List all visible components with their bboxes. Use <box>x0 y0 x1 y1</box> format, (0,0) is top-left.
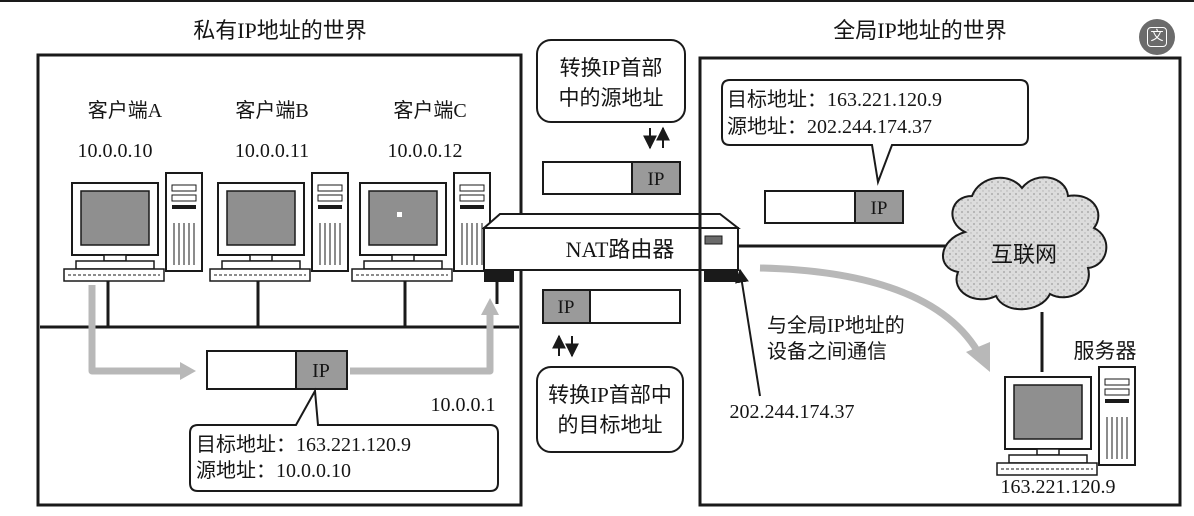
client-b-label: 客户端B <box>235 99 308 122</box>
screen-glint <box>397 212 402 217</box>
router-label: NAT路由器 <box>566 237 675 262</box>
wan-callout-dest: 目标地址：163.221.120.9 <box>727 88 942 111</box>
client-a-label: 客户端A <box>88 99 163 122</box>
global-world-panel: 全局IP地址的世界 目标地址：163.221.120.9 源地址：202.244… <box>700 18 1180 505</box>
wan-packet: IP <box>765 191 903 223</box>
wan-packet-callout: 目标地址：163.221.120.9 源地址：202.244.174.37 <box>722 80 1028 182</box>
comm-note-line1: 与全局IP地址的 <box>767 314 905 337</box>
router-top-note-line2: 中的源地址 <box>559 86 664 110</box>
client-b-ip: 10.0.0.11 <box>235 140 309 162</box>
private-world-panel: 私有IP地址的世界 客户端A 10.0.0.10 客户端B 10.0.0.11 … <box>38 18 521 505</box>
internet-label: 互联网 <box>991 242 1057 267</box>
router-bottom-packet: IP <box>543 290 680 323</box>
router-top-packet-label: IP <box>648 169 665 190</box>
router-top-note-line1: 转换IP首部 <box>560 56 663 80</box>
client-b-computer-icon <box>210 173 348 281</box>
lan-callout-src: 源地址：10.0.0.10 <box>196 459 351 482</box>
wan-packet-label: IP <box>871 198 888 219</box>
router-bottom-packet-label: IP <box>558 297 575 318</box>
client-c-computer-icon <box>352 173 490 281</box>
router-top-packet: IP <box>543 162 680 194</box>
translate-icon[interactable]: 文 <box>1139 19 1175 55</box>
server-label: 服务器 <box>1074 339 1137 363</box>
router-bottom-note <box>537 367 683 452</box>
global-world-title: 全局IP地址的世界 <box>833 18 1007 43</box>
lan-packet: IP <box>207 351 347 389</box>
client-c-ip: 10.0.0.12 <box>388 140 463 162</box>
lan-callout-dest: 目标地址：163.221.120.9 <box>196 433 411 456</box>
client-a-ip: 10.0.0.10 <box>78 140 153 162</box>
router-bottom-note-line1: 转换IP首部中 <box>548 383 672 407</box>
comm-note-line2: 设备之间通信 <box>767 340 887 363</box>
wan-callout-src: 源地址：202.244.174.37 <box>727 115 932 138</box>
wan-flow-arrow <box>760 268 978 352</box>
router-lan-ip: 10.0.0.1 <box>431 394 496 416</box>
private-world-title: 私有IP地址的世界 <box>193 18 367 43</box>
server-ip: 163.221.120.9 <box>1001 476 1116 498</box>
lan-packet-label: IP <box>312 360 330 382</box>
router-bottom-note-line2: 的目标地址 <box>558 413 663 437</box>
client-c-label: 客户端C <box>393 99 466 122</box>
server-computer-icon <box>997 367 1135 475</box>
internet-cloud-icon: 互联网 <box>943 177 1106 309</box>
wan-ip-pointer <box>740 270 760 396</box>
client-a-computer-icon <box>64 173 202 281</box>
router-wan-ip: 202.244.174.37 <box>730 401 855 423</box>
